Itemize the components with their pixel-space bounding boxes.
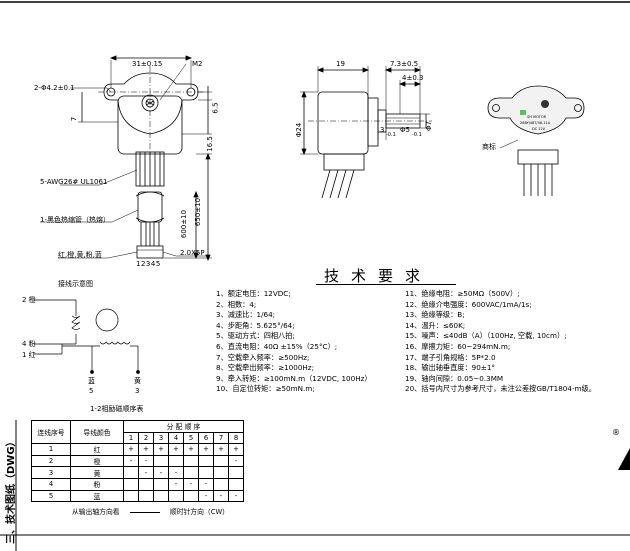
- trademark-label: 商标: [482, 143, 496, 151]
- spec-item: 15、噪声：≤40dB（A）（100Hz, 空载, 10cm）;: [405, 331, 567, 341]
- cable-label: 5-AWG26# UL1061: [40, 178, 108, 186]
- spec-item: 4、步距角：5.625°/64;: [216, 320, 295, 330]
- pin-numbers: 12345: [136, 260, 161, 268]
- wire-label-3-num: 3: [135, 387, 140, 395]
- spec-item: 18、输出轴垂直度：90±1°: [405, 363, 495, 373]
- wire-label-4: 4 粉: [22, 340, 36, 348]
- dim-width: 31±0.15: [132, 60, 163, 68]
- motor-label-line2: 28BYJ48T/48-11A: [520, 121, 551, 125]
- side-view: [300, 66, 432, 199]
- footer-left-text: 从输出轴方向看: [72, 508, 120, 516]
- dim-three: 3: [380, 126, 385, 134]
- spec-item: 13、绝缘等级：B;: [405, 310, 465, 320]
- sequence-title: 1-2相励磁顺序表: [90, 405, 144, 413]
- wire-label-5-num: 5: [89, 387, 94, 395]
- dim-hole: 2-Φ4.2±0.1: [34, 84, 75, 92]
- wire-label-5-name: 蓝: [88, 377, 95, 385]
- wiring-title: 接线示意图: [58, 280, 93, 288]
- specs-heading-underline: [316, 284, 456, 285]
- footer-right-text: 顺时针方向（CW）: [169, 508, 229, 516]
- footer-divider: [129, 511, 160, 513]
- table-cell-step: -: [228, 489, 244, 503]
- dim-phi5: Φ5: [400, 126, 410, 134]
- spec-item: 2、相数：4;: [216, 299, 257, 309]
- wire-label-1: 1 红: [22, 351, 36, 359]
- table-footer: 从输出轴方向看 顺时针方向（CW）: [72, 506, 229, 516]
- spec-item: 6、直流电阻：40Ω ±15%（25°C）;: [216, 342, 338, 351]
- spec-item: 5、驱动方式：四相八拍;: [216, 331, 295, 341]
- wiring-diagram: [34, 299, 140, 374]
- top-view: [487, 85, 585, 196]
- spec-item: 17、端子引角规格：5P*2.0: [405, 352, 496, 362]
- spec-item: 10、自定位转矩：≥50mN.m;: [216, 384, 315, 394]
- specs-heading: 技术要求: [324, 267, 433, 285]
- motor-label-graphic: [520, 100, 549, 115]
- spec-item: 3、减速比：1/64;: [216, 310, 276, 320]
- spec-item: 20、括号内尺寸为参考尺寸，未注公差按GB/T1804-m级。: [405, 384, 596, 394]
- spec-item: 19、轴向间隙：0.05~0.3MM: [405, 373, 504, 383]
- connector-label: 2.0X5P: [180, 249, 205, 257]
- motor-label-line3: DC 12V: [532, 127, 546, 131]
- dim-thread: M2: [192, 60, 203, 68]
- wire-colors-label: 红,橙,黄,粉,蓝: [58, 251, 102, 259]
- spec-item: 11、绝缘电阻：≥50MΩ（500V）;: [405, 289, 520, 298]
- spec-item: 8、空载牵出频率：≥1000Hz;: [216, 363, 314, 373]
- dim-nineteen: 19: [336, 60, 345, 68]
- dim-phi5-tolerance: -0.1: [412, 132, 422, 138]
- spec-item: 12、绝缘介电强度：600VAC/1mA/1s;: [405, 299, 532, 309]
- registered-mark: ®: [612, 428, 620, 437]
- table-cell-step: +: [228, 443, 244, 456]
- motor-label-line1: SH MOTOR: [527, 115, 547, 119]
- front-view: [40, 55, 212, 262]
- spec-item: 16、摩擦力矩：60~294mN.m;: [405, 342, 511, 351]
- heatshrink-label: 1-黑色热缩管（热熔）: [40, 216, 110, 224]
- spec-item: 9、牵入转矩：≥100mN.m（12VDC, 100Hz）: [216, 373, 372, 383]
- wire-label-2: 2 橙: [22, 296, 36, 304]
- spec-item: 1、额定电压：12VDC;: [216, 289, 291, 298]
- wire-label-3-name: 黄: [134, 377, 141, 385]
- dim-seven-three: 7.3±0.5: [390, 60, 419, 68]
- dim-three-tolerance: -0.1: [386, 132, 396, 138]
- spec-item: 14、温升：≤60K;: [405, 320, 466, 330]
- spec-item: 7、空载牵入频率：≥500Hz;: [216, 352, 310, 362]
- dim-four: 4±0.3: [402, 74, 424, 82]
